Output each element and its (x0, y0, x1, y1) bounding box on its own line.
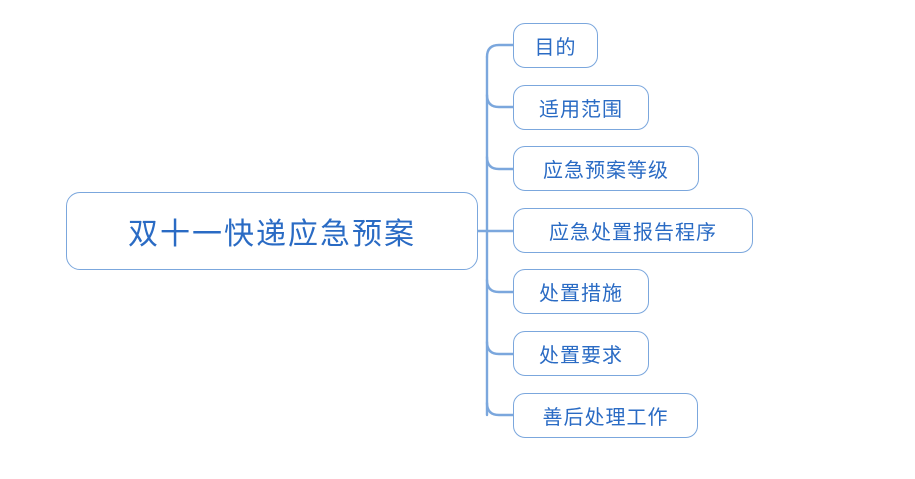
child-node-aftermath-work[interactable]: 善后处理工作 (513, 393, 698, 438)
child-node-requirements[interactable]: 处置要求 (513, 331, 649, 376)
child-node-label: 应急处置报告程序 (549, 222, 717, 244)
root-node-label: 双十一快递应急预案 (128, 218, 416, 251)
child-node-purpose[interactable]: 目的 (513, 23, 598, 68)
connector-branch-7 (485, 401, 515, 417)
child-node-label: 适用范围 (539, 99, 623, 121)
child-node-plan-level[interactable]: 应急预案等级 (513, 146, 699, 191)
connector-branch-1 (485, 43, 515, 59)
child-node-label: 善后处理工作 (542, 407, 669, 429)
child-node-label: 处置措施 (539, 283, 623, 305)
child-node-report-procedure[interactable]: 应急处置报告程序 (513, 208, 753, 253)
child-node-measures[interactable]: 处置措施 (513, 269, 649, 314)
connector-branch-2 (485, 93, 515, 109)
child-node-scope[interactable]: 适用范围 (513, 85, 649, 130)
child-node-label: 目的 (534, 37, 577, 59)
child-node-label: 处置要求 (539, 345, 623, 367)
connector-branch-3 (485, 155, 515, 171)
root-node[interactable]: 双十一快递应急预案 (66, 192, 478, 270)
connector-branch-6 (485, 340, 515, 356)
child-node-label: 应急预案等级 (543, 160, 669, 182)
connector-branch-5 (485, 278, 515, 294)
